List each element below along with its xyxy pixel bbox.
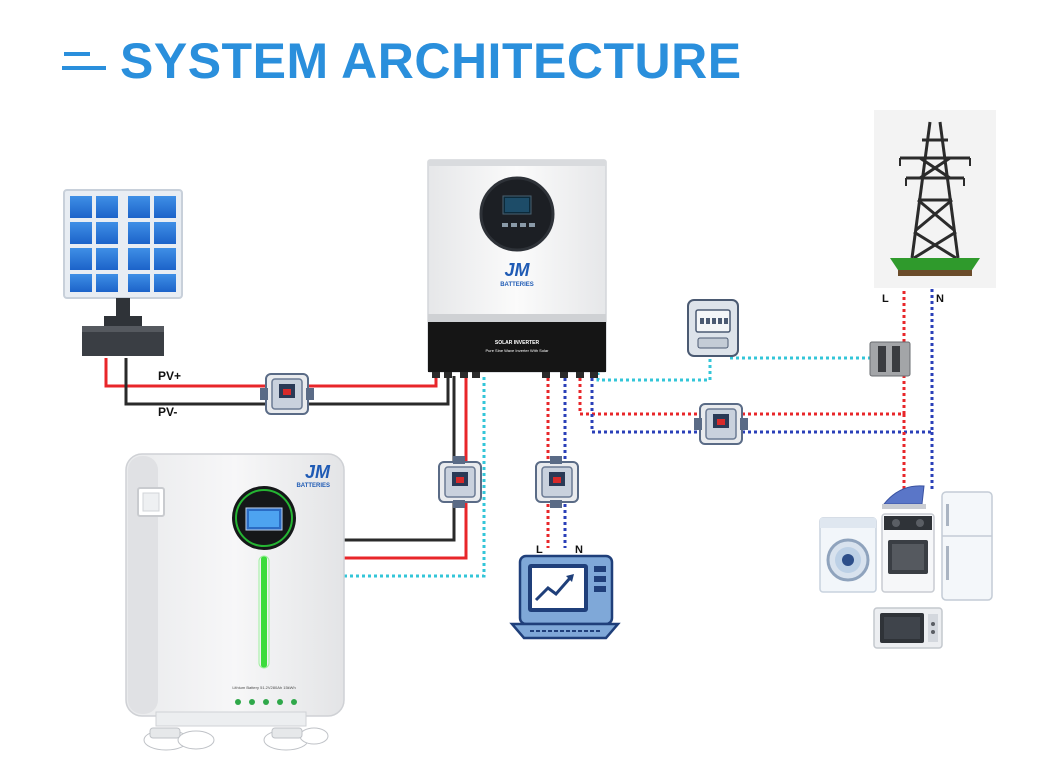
grid-n-label: N <box>936 293 944 305</box>
battery-status-icons <box>235 699 297 705</box>
home-appliances <box>819 485 993 649</box>
grid-l-label: L <box>882 293 889 305</box>
solar-inverter: JM BATTERIES SOLAR INVERTER Pure Sine Wa… <box>427 159 607 378</box>
washing-machine-icon <box>819 517 877 593</box>
grid-neutral-wire <box>590 288 934 434</box>
pv-plus-label: PV+ <box>158 369 181 383</box>
solar-panel <box>63 189 183 356</box>
meter-comm-wire-a <box>596 358 712 382</box>
battery-negative-wire <box>344 376 456 542</box>
battery-dc-breaker <box>438 456 482 508</box>
refrigerator-icon <box>941 491 993 601</box>
iron-icon <box>882 485 926 509</box>
grid-live-wire <box>578 288 906 416</box>
meter-wires <box>596 356 870 382</box>
inverter-panel-line2: Pure Sine Wave Inverter With Solar <box>486 348 550 353</box>
battery-model-text: Lithium Battery 51.2V280Ah 15kWh <box>232 685 295 690</box>
inverter-buttons <box>502 223 535 227</box>
load-l-label: L <box>536 544 543 556</box>
page-title: SYSTEM ARCHITECTURE <box>62 26 742 96</box>
title-text: SYSTEM ARCHITECTURE <box>120 33 742 89</box>
load-ac-breaker <box>535 456 579 508</box>
battery-cabinet: JM BATTERIES Lithium Battery 51.2V280Ah … <box>125 453 345 751</box>
oven-icon <box>881 513 935 593</box>
grid-tower <box>874 110 996 288</box>
pv-dc-breaker <box>260 373 314 415</box>
inverter-logo-sub: BATTERIES <box>500 282 534 288</box>
battery-logo-sub: BATTERIES <box>296 483 330 489</box>
grid-ct-sensor <box>869 341 911 377</box>
grid-ac-breaker <box>694 403 748 445</box>
battery-logo: JM <box>305 462 331 482</box>
computer-load <box>509 554 621 640</box>
solar-cells <box>70 196 176 292</box>
title-lines-icon <box>62 46 106 76</box>
battery-positive-wire <box>344 376 468 560</box>
pv-minus-label: PV- <box>158 405 177 419</box>
inverter-terminals <box>432 372 598 378</box>
inverter-logo: JM <box>504 260 530 280</box>
battery-wires <box>344 376 486 578</box>
load-n-label: N <box>575 544 583 556</box>
inverter-panel-line1: SOLAR INVERTER <box>495 340 540 346</box>
energy-meter <box>687 299 739 357</box>
microwave-icon <box>873 607 943 649</box>
battery-comm-wire <box>344 376 486 578</box>
